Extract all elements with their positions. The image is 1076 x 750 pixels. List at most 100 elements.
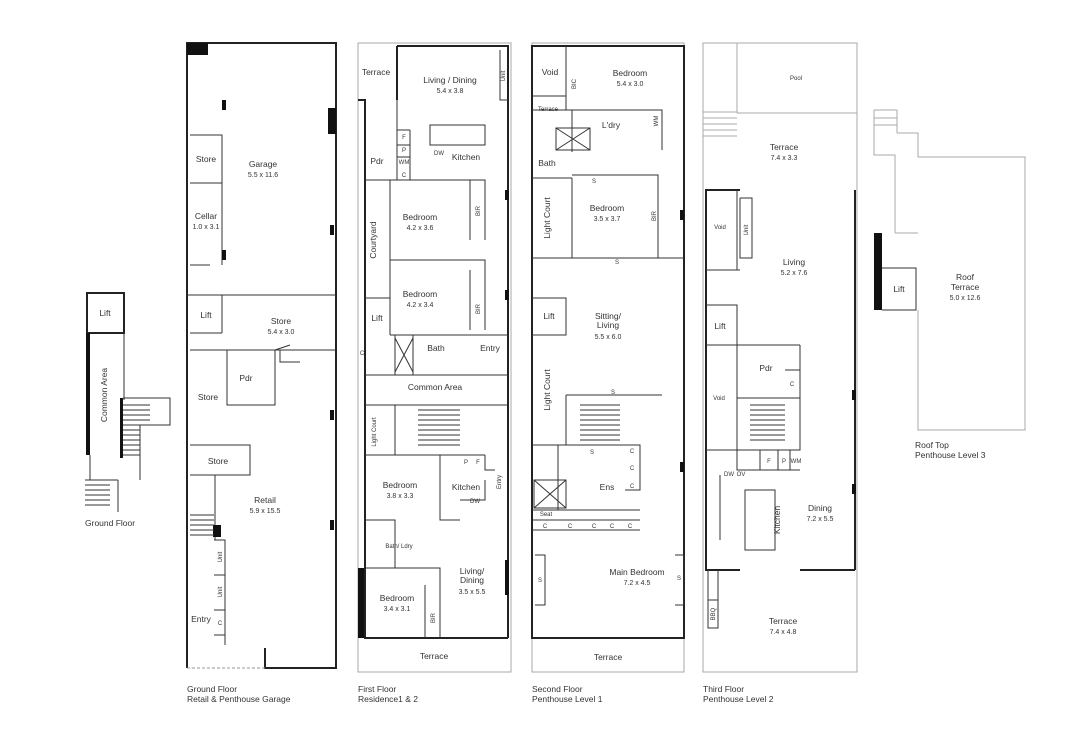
room-label: Kitchen — [452, 482, 481, 492]
room-label: BIR — [476, 303, 482, 314]
plan-ground-floor: Store Garage 5.5 x 11.6 Cellar 1.0 x 3.1… — [186, 42, 337, 704]
room-label: C — [790, 382, 795, 388]
room-label: Lift — [99, 308, 111, 318]
room-label: Pool — [790, 76, 802, 82]
room-label: Terrace — [769, 616, 798, 626]
room-label: BIC — [572, 78, 578, 89]
room-label: Bedroom — [590, 203, 625, 213]
plan-caption: Ground Floor — [85, 518, 135, 528]
plan-caption: Third Floor — [703, 684, 744, 694]
room-label: S — [677, 576, 681, 582]
room-label: Bath — [427, 343, 445, 353]
room-label: F — [476, 460, 480, 466]
room-label: Terrace — [951, 282, 980, 292]
room-label: Common Area — [408, 382, 463, 392]
room-label: C — [402, 173, 407, 179]
room-label: Unit — [218, 551, 224, 562]
room-label: Void — [714, 225, 726, 231]
room-label: Terrace — [770, 142, 799, 152]
room-label: Garage — [249, 159, 278, 169]
room-label: DW — [724, 472, 734, 478]
room-label: Entry — [480, 343, 501, 353]
room-label: Living / Dining — [423, 75, 477, 85]
room-label: Cellar — [195, 211, 217, 221]
room-dimensions: 5.4 x 3.8 — [437, 88, 464, 95]
room-label: C — [218, 621, 223, 627]
room-label: BIR — [431, 612, 437, 623]
room-label: Terrace — [420, 651, 449, 661]
room-label: P — [782, 459, 786, 465]
room-label: Unit — [744, 224, 750, 235]
plan-caption: Ground Floor — [187, 684, 237, 694]
room-label: Light Court — [542, 197, 552, 239]
plan-third-floor: Pool Terrace 7.4 x 3.3 Void Unit Living … — [702, 42, 858, 704]
room-dimensions: 4.2 x 3.6 — [407, 225, 434, 232]
room-label: S — [615, 260, 619, 266]
room-dimensions: 4.2 x 3.4 — [407, 302, 434, 309]
room-label: C — [543, 524, 548, 530]
room-dimensions: 5.4 x 3.0 — [617, 81, 644, 88]
room-label: Dining — [808, 503, 832, 513]
room-label: Terrace — [538, 107, 559, 113]
room-dimensions: 5.9 x 15.5 — [250, 508, 281, 515]
plan-second-floor: Void BIC Bedroom 5.4 x 3.0 Terrace L'dry… — [531, 42, 685, 704]
room-label: Bedroom — [380, 593, 415, 603]
room-label: Kitchen — [452, 152, 481, 162]
room-label: F — [402, 135, 406, 141]
room-label: Store — [208, 456, 229, 466]
room-label: S — [592, 179, 596, 185]
room-label: Entry — [191, 614, 212, 624]
room-dimensions: 7.2 x 5.5 — [807, 516, 834, 523]
plan-caption: Penthouse Level 2 — [703, 694, 774, 704]
plan-ground-common: Lift Common Area Ground Floor — [85, 292, 171, 528]
lift-shaft — [86, 292, 125, 334]
room-label: BBQ — [711, 607, 717, 620]
room-label: Pdr — [370, 156, 383, 166]
room-label: DW — [470, 499, 480, 505]
room-label: Bath/ Ldry — [385, 544, 412, 550]
room-label: C — [630, 449, 635, 455]
room-label: Terrace — [362, 67, 391, 77]
plan-caption: Residence1 & 2 — [358, 694, 418, 704]
room-dimensions: 5.4 x 3.0 — [268, 329, 295, 336]
room-label: Void — [542, 67, 559, 77]
room-label: WM — [399, 160, 410, 166]
room-label: Roof — [956, 272, 975, 282]
room-label: P — [402, 148, 406, 154]
room-label: WM — [791, 459, 802, 465]
room-label: Store — [196, 154, 217, 164]
room-dimensions: 3.5 x 3.7 — [594, 216, 621, 223]
room-label: C — [592, 524, 597, 530]
room-label: P — [464, 460, 468, 466]
room-label: Ens — [600, 482, 615, 492]
room-label: Light Court — [542, 369, 552, 411]
room-label: Lift — [714, 321, 726, 331]
room-label: Sitting/ — [595, 311, 622, 321]
room-label: L'dry — [602, 120, 621, 130]
room-label: Bedroom — [613, 68, 648, 78]
room-dimensions: 5.5 x 6.0 — [595, 334, 622, 341]
room-label: Lift — [200, 310, 212, 320]
plan-caption: Second Floor — [532, 684, 583, 694]
room-label: Courtyard — [368, 221, 378, 259]
room-label: Lift — [371, 313, 383, 323]
room-label: C — [360, 351, 365, 357]
room-label: WM — [654, 116, 660, 127]
room-label: OV — [737, 472, 746, 478]
room-label: Lift — [543, 311, 555, 321]
room-label: Lift — [893, 284, 905, 294]
room-label: Store — [271, 316, 292, 326]
room-label: C — [610, 524, 615, 530]
room-label: BIR — [476, 205, 482, 216]
room-label: Bedroom — [403, 212, 438, 222]
room-label: Entry — [497, 475, 503, 489]
room-label: Unit — [218, 586, 224, 597]
room-label: Pdr — [759, 363, 772, 373]
room-label: Void — [713, 396, 725, 402]
room-label: Kitchen — [772, 506, 782, 535]
room-dimensions: 7.2 x 4.5 — [624, 580, 651, 587]
room-label: Light Court — [372, 417, 378, 447]
room-dimensions: 7.4 x 3.3 — [771, 155, 798, 162]
room-label: Common Area — [99, 368, 109, 423]
